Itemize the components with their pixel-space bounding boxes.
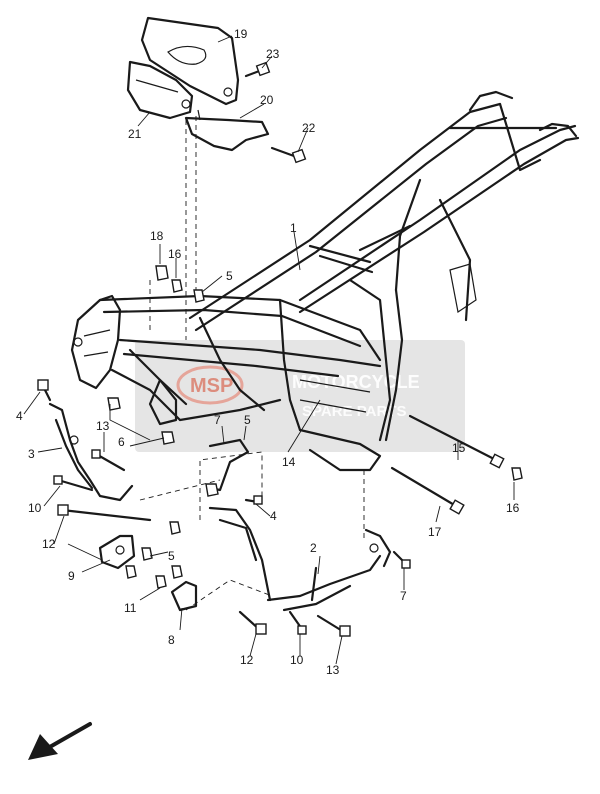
label-part-5c: 5 <box>168 549 175 563</box>
label-part-5a: 5 <box>226 269 233 283</box>
label-part-13b: 13 <box>326 663 340 677</box>
watermark-logo: MSP <box>190 375 233 397</box>
label-part-4a: 4 <box>16 409 23 423</box>
left-mounts <box>37 379 221 589</box>
long-bolts <box>390 414 523 515</box>
label-part-21: 21 <box>128 127 142 141</box>
watermark: MSP MOTORCYCLE SPARE PARTS <box>135 340 465 452</box>
label-part-20: 20 <box>260 93 274 107</box>
label-part-16b: 16 <box>506 501 520 515</box>
label-part-19: 19 <box>234 27 248 41</box>
label-part-18: 18 <box>150 229 164 243</box>
label-part-17: 17 <box>428 525 442 539</box>
label-part-12b: 12 <box>240 653 254 667</box>
part-labels: 1 2 3 4 4 5 5 5 6 7 7 8 9 10 10 11 12 12… <box>16 27 520 677</box>
label-part-1: 1 <box>290 221 297 235</box>
label-part-14: 14 <box>282 455 296 469</box>
lower-mounts <box>149 280 411 637</box>
label-part-12a: 12 <box>42 537 56 551</box>
watermark-line2: SPARE PARTS <box>302 403 406 420</box>
label-part-5b: 5 <box>244 413 251 427</box>
small-hardware <box>155 265 205 303</box>
label-part-22: 22 <box>302 121 316 135</box>
label-part-7a: 7 <box>214 413 221 427</box>
main-frame <box>70 90 580 472</box>
leader-lines <box>23 35 515 665</box>
label-part-13a: 13 <box>96 419 110 433</box>
label-part-10a: 10 <box>28 501 42 515</box>
label-part-6: 6 <box>118 435 125 449</box>
label-part-4b: 4 <box>270 509 277 523</box>
front-direction-arrow-icon <box>28 722 92 760</box>
cover-assembly <box>126 16 307 340</box>
label-part-8: 8 <box>168 633 175 647</box>
label-part-9: 9 <box>68 569 75 583</box>
label-part-15: 15 <box>452 441 466 455</box>
label-part-16a: 16 <box>168 247 182 261</box>
label-part-23: 23 <box>266 47 280 61</box>
label-part-3: 3 <box>28 447 35 461</box>
label-part-10b: 10 <box>290 653 304 667</box>
label-part-2: 2 <box>310 541 317 555</box>
label-part-7b: 7 <box>400 589 407 603</box>
label-part-11: 11 <box>124 601 137 615</box>
